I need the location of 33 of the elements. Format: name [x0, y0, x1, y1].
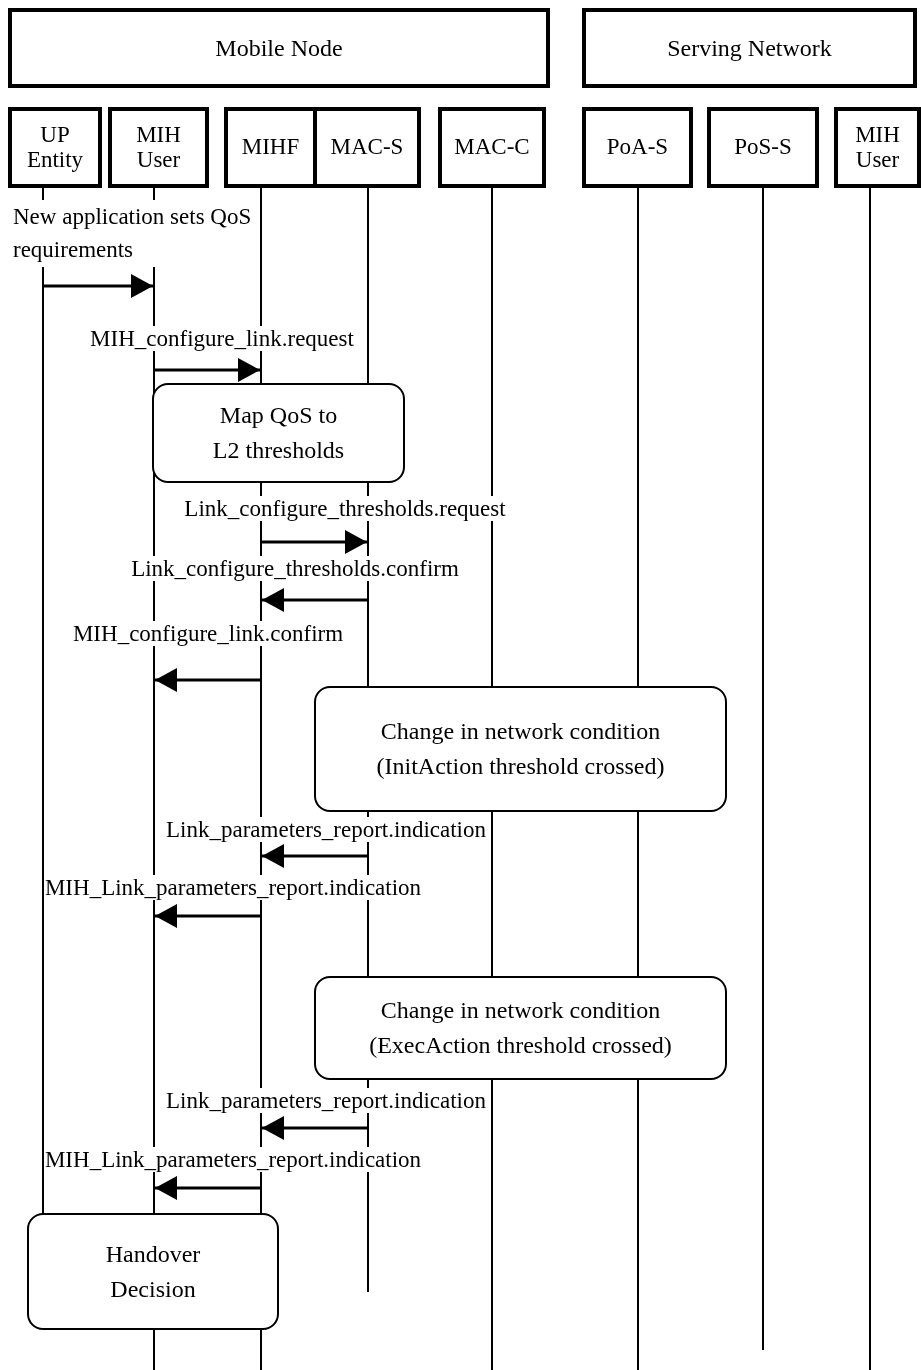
- participant-box: PoS-S: [707, 107, 819, 188]
- message-label: MIH_Link_parameters_report.indication: [44, 1147, 422, 1173]
- action-box: Change in network condition (InitAction threshold crossed): [314, 686, 727, 812]
- participant-box: MIH User: [108, 107, 209, 188]
- message-arrow: [262, 530, 367, 554]
- action-box: Change in network condition (ExecAction threshold crossed): [314, 976, 727, 1080]
- message-arrow: [262, 588, 367, 612]
- message-arrow: [155, 668, 260, 692]
- message-arrow: [155, 904, 260, 928]
- lifeline: [42, 188, 44, 1213]
- action-box: Handover Decision: [27, 1213, 279, 1330]
- message-arrow: [44, 274, 153, 298]
- participant-box: MIH User: [834, 107, 921, 188]
- action-box: Map QoS to L2 thresholds: [152, 383, 405, 483]
- message-label: Link_configure_thresholds.confirm: [131, 556, 459, 582]
- message-label: MIH_Link_parameters_report.indication: [44, 875, 422, 901]
- message-label: Link_parameters_report.indication: [166, 817, 486, 843]
- message-arrow: [155, 1176, 260, 1200]
- message-label: New application sets QoS requirements: [13, 200, 253, 267]
- message-label: Link_configure_thresholds.request: [184, 496, 506, 522]
- message-label: MIH_configure_link.confirm: [72, 621, 344, 647]
- lifeline: [869, 188, 871, 1370]
- participant-box: UP Entity: [8, 107, 102, 188]
- participant-box: PoA-S: [582, 107, 693, 188]
- group-header-box: Serving Network: [582, 8, 917, 88]
- lifeline: [762, 188, 764, 1350]
- message-label: Link_parameters_report.indication: [166, 1088, 486, 1114]
- message-arrow: [262, 1116, 367, 1140]
- message-arrow: [155, 358, 260, 382]
- participant-box: MAC-C: [438, 107, 546, 188]
- group-header-box: Mobile Node: [8, 8, 550, 88]
- message-arrow: [262, 844, 367, 868]
- message-label: MIH_configure_link.request: [90, 326, 354, 352]
